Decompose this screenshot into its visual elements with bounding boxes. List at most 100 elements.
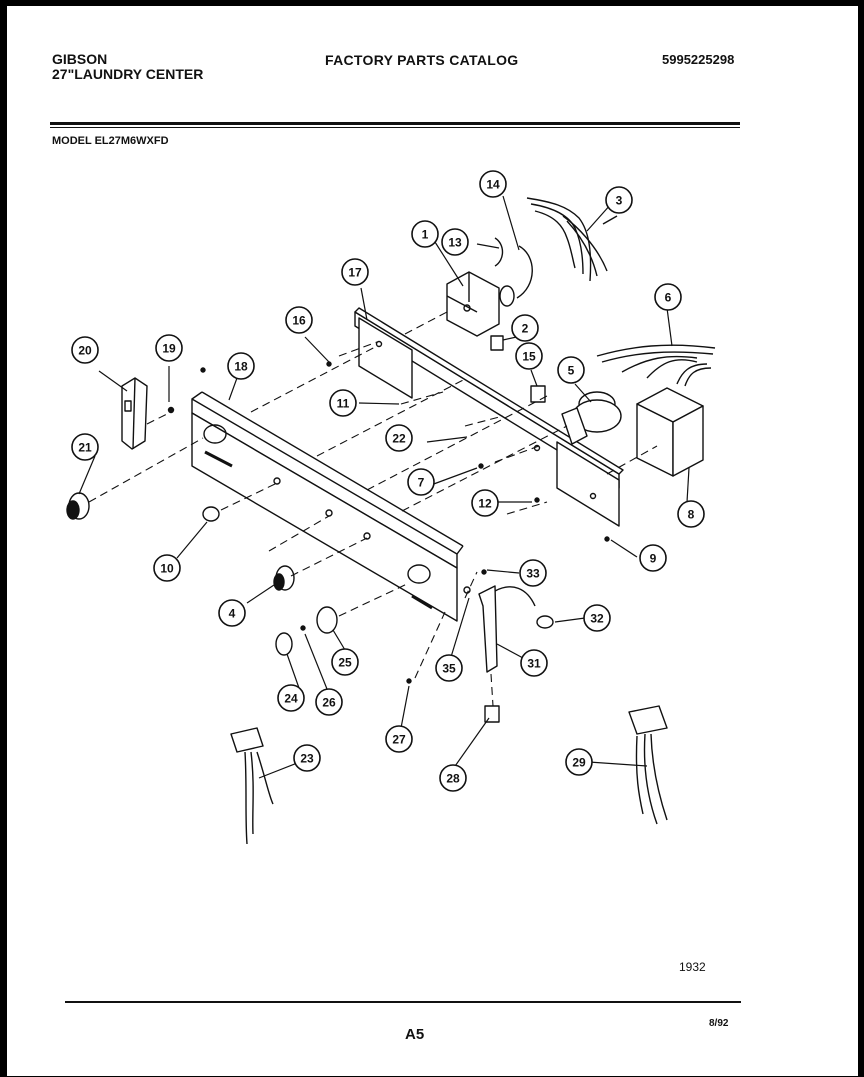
callout-label: 8: [688, 508, 695, 522]
callout-label: 21: [78, 441, 92, 455]
callout-circle: [435, 654, 463, 682]
callout-23: 23: [293, 744, 321, 772]
callout-label: 7: [418, 476, 425, 490]
callout-circle: [639, 544, 667, 572]
callout-label: 32: [590, 612, 604, 626]
callout-label: 35: [442, 662, 456, 676]
callout-circle: [385, 424, 413, 452]
callout-label: 24: [284, 692, 298, 706]
callout-label: 10: [160, 562, 174, 576]
callout-label: 2: [522, 322, 529, 336]
callout-circle: [479, 170, 507, 198]
callout-circle: [155, 334, 183, 362]
callout-circle: [515, 342, 543, 370]
callout-circle: [583, 604, 611, 632]
box-8-drawing: [636, 387, 704, 477]
callout-label: 1: [422, 228, 429, 242]
header-rule-thin: [50, 127, 740, 128]
knob-4-drawing: [273, 565, 295, 591]
callout-25: 25: [331, 648, 359, 676]
callout-label: 27: [392, 733, 406, 747]
callout-label: 14: [486, 178, 500, 192]
callout-circle: [227, 352, 255, 380]
callout-27: 27: [385, 725, 413, 753]
callout-1: 1: [411, 220, 439, 248]
callout-circle: [218, 599, 246, 627]
callout-14: 14: [479, 170, 507, 198]
knob-25-drawing: [316, 606, 338, 634]
callout-label: 18: [234, 360, 248, 374]
catalog-number: 5995225298: [662, 52, 735, 67]
callout-circle: [654, 283, 682, 311]
control-panel-drawing: [191, 391, 464, 622]
callout-circle: [71, 336, 99, 364]
callout-9: 9: [639, 544, 667, 572]
callout-26: 26: [315, 688, 343, 716]
callout-label: 15: [522, 350, 536, 364]
knob-24-drawing: [275, 632, 293, 656]
callout-33: 33: [519, 559, 547, 587]
callout-2: 2: [511, 314, 539, 342]
callout-label: 29: [572, 756, 586, 770]
callout-label: 16: [292, 314, 306, 328]
switch-2-drawing: [490, 335, 504, 351]
callout-circle: [407, 468, 435, 496]
wire-harness-23-drawing: [230, 727, 274, 845]
switch-28-drawing: [484, 705, 500, 723]
callout-13: 13: [441, 228, 469, 256]
callout-label: 9: [650, 552, 657, 566]
callout-29: 29: [565, 748, 593, 776]
callout-label: 17: [348, 266, 362, 280]
callout-label: 11: [337, 397, 350, 411]
callout-label: 13: [448, 236, 462, 250]
callout-8: 8: [677, 500, 705, 528]
callout-circle: [565, 748, 593, 776]
callout-label: 19: [162, 342, 176, 356]
callout-22: 22: [385, 424, 413, 452]
callout-12: 12: [471, 489, 499, 517]
callout-circle: [153, 554, 181, 582]
callout-21: 21: [71, 433, 99, 461]
callout-circle: [439, 764, 467, 792]
callout-circle: [331, 648, 359, 676]
exploded-parts-diagram: 1234567891011121314151617181920212223242…: [66, 170, 716, 845]
bracket-20-drawing: [121, 377, 148, 450]
motor-5-drawing: [561, 391, 622, 445]
callout-16: 16: [285, 306, 313, 334]
brand-name: GIBSON: [52, 51, 108, 67]
header-rule-thick: [50, 122, 740, 125]
catalog-page: GIBSON 27"LAUNDRY CENTER FACTORY PARTS C…: [7, 6, 858, 1076]
callout-label: 33: [526, 567, 540, 581]
callout-label: 12: [478, 497, 492, 511]
wire-harness-6-drawing: [596, 344, 716, 387]
callout-label: 31: [527, 657, 541, 671]
callout-18: 18: [227, 352, 255, 380]
callout-circle: [293, 744, 321, 772]
callout-label: 28: [446, 772, 460, 786]
callout-label: 5: [568, 364, 575, 378]
explode-lines: [88, 311, 658, 707]
callout-circle: [605, 186, 633, 214]
callout-17: 17: [341, 258, 369, 286]
figure-number: 1932: [679, 960, 706, 974]
callout-24: 24: [277, 684, 305, 712]
callout-circle: [520, 649, 548, 677]
footer-rule: [65, 1001, 741, 1003]
product-name: 27"LAUNDRY CENTER: [52, 66, 204, 82]
callout-label: 22: [392, 432, 406, 446]
callout-circle: [385, 725, 413, 753]
knob-21-drawing: [66, 492, 90, 520]
callout-31: 31: [520, 649, 548, 677]
callout-6: 6: [654, 283, 682, 311]
wire-harness-3-drawing: [526, 197, 618, 282]
wire-13-14-drawing: [494, 237, 533, 299]
page-number: A5: [405, 1026, 425, 1043]
callout-group: 1234567891011121314151617181920212223242…: [71, 170, 705, 792]
clip-32-drawing: [536, 615, 554, 629]
callout-circle: [511, 314, 539, 342]
callout-circle: [341, 258, 369, 286]
callout-label: 20: [78, 344, 92, 358]
callout-circle: [277, 684, 305, 712]
callout-28: 28: [439, 764, 467, 792]
callout-circle: [315, 688, 343, 716]
